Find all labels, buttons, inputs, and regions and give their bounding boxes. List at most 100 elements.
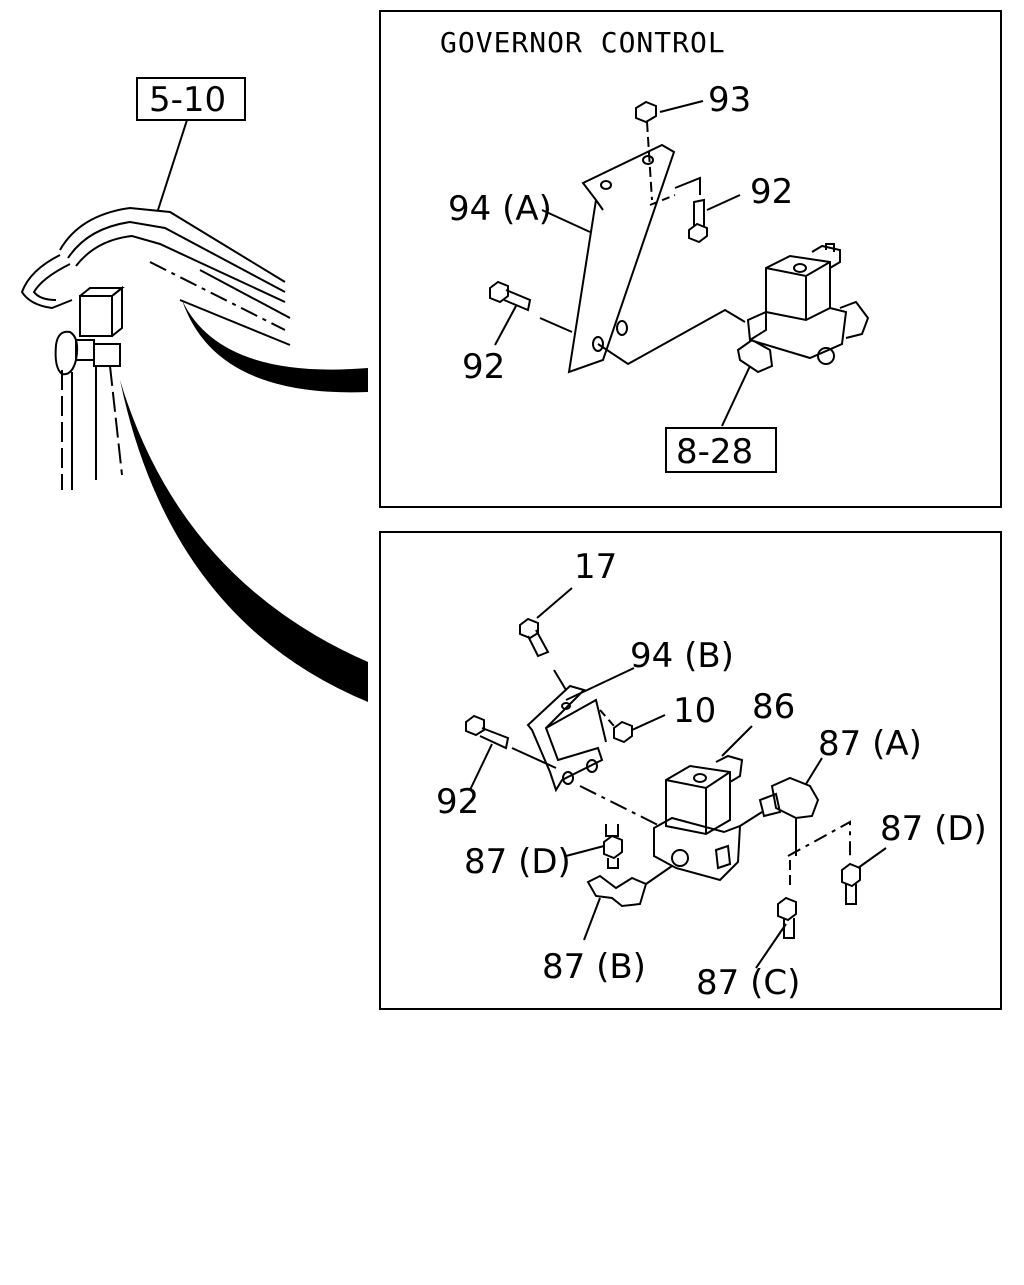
ref-label-5-10: 5-10 bbox=[149, 80, 226, 120]
bolt-92-right-hidden bbox=[649, 194, 676, 206]
solenoid-86-body bbox=[665, 764, 731, 836]
fitting-87d-right bbox=[841, 862, 861, 888]
centerline-1 bbox=[149, 261, 286, 331]
valve-base bbox=[749, 307, 848, 360]
leader-87a bbox=[805, 757, 823, 785]
valve-base-left bbox=[746, 310, 767, 342]
bracket-hole-3 bbox=[616, 320, 628, 336]
fuel-pipe-3 bbox=[75, 234, 286, 303]
label-92-left: 92 bbox=[462, 347, 505, 387]
mount-line bbox=[597, 308, 746, 366]
leader-87d-right bbox=[857, 847, 887, 869]
solenoid-86-port bbox=[693, 773, 707, 783]
bracket-hole-2 bbox=[600, 180, 612, 190]
pipe-loop-inner bbox=[32, 263, 71, 301]
solenoid-86-port-2 bbox=[714, 844, 732, 870]
label-94b: 94 (B) bbox=[630, 636, 734, 676]
fitting-87d-left-top bbox=[605, 824, 619, 837]
fitting-87d-right-stem bbox=[845, 884, 857, 905]
label-92-bottom: 92 bbox=[436, 782, 479, 822]
label-17: 17 bbox=[574, 547, 617, 587]
leader-87c bbox=[755, 923, 787, 969]
fitting-87b-axis bbox=[645, 865, 673, 885]
fitting-87a-axis bbox=[739, 811, 763, 827]
label-87b: 87 (B) bbox=[542, 947, 646, 987]
bolt-92-right-shank bbox=[693, 198, 705, 226]
solenoid-connector bbox=[811, 244, 841, 269]
diagram-title: GOVERNOR CONTROL bbox=[440, 26, 726, 59]
ref-leader-8-28 bbox=[721, 365, 751, 427]
pipe-loop bbox=[20, 254, 73, 310]
nut-10-axis bbox=[599, 709, 615, 727]
leader-94a bbox=[541, 209, 591, 233]
fuel-pipe-1 bbox=[59, 206, 286, 283]
bolt-92-left-axis bbox=[539, 317, 573, 333]
fitting-87a-nipple bbox=[758, 792, 782, 818]
ref-leader-5-10 bbox=[157, 119, 188, 211]
bracket-hole-4 bbox=[592, 336, 604, 352]
fitting-87d-left bbox=[603, 834, 623, 860]
solenoid-86-connector bbox=[715, 754, 744, 783]
bolt-17-head bbox=[519, 617, 539, 640]
top-detail-panel bbox=[379, 10, 1002, 508]
bolt-92-left-head bbox=[489, 280, 509, 304]
solenoid-box bbox=[79, 295, 113, 337]
fuel-pipe-2 bbox=[67, 220, 286, 293]
label-92-right: 92 bbox=[750, 172, 793, 212]
leader-93 bbox=[659, 100, 704, 113]
bolt-92-right-head bbox=[688, 222, 708, 244]
solenoid-valve-port bbox=[793, 263, 807, 273]
bracket-94a bbox=[567, 143, 676, 374]
leader-94b bbox=[565, 667, 635, 701]
fitting-87c bbox=[777, 896, 797, 922]
label-10: 10 bbox=[673, 691, 716, 731]
mount-centerline bbox=[579, 785, 661, 827]
solenoid-86-base bbox=[653, 816, 742, 882]
bracket-94b-hole-1 bbox=[561, 702, 571, 710]
leader-92-bottom bbox=[469, 743, 493, 791]
valve-fitting-right bbox=[839, 300, 870, 339]
bolt-92-bottom-axis bbox=[511, 747, 557, 769]
fuel-pipe-5 bbox=[199, 269, 291, 319]
ref-label-8-28: 8-28 bbox=[676, 432, 753, 472]
pipe-connector bbox=[54, 330, 79, 376]
label-87d-right: 87 (D) bbox=[880, 809, 987, 849]
label-93: 93 bbox=[708, 80, 751, 120]
solenoid-connector-tab bbox=[825, 243, 835, 252]
leader-87d-left bbox=[565, 845, 605, 857]
label-87a: 87 (A) bbox=[818, 724, 922, 764]
engine-overview bbox=[20, 77, 291, 490]
bottom-panel-drawing bbox=[465, 587, 887, 969]
valve-outlet bbox=[817, 347, 835, 365]
branch-87d bbox=[787, 820, 851, 860]
bracket-94b-hole-2 bbox=[586, 759, 598, 773]
bracket-94a-fold bbox=[595, 199, 604, 211]
vertical-line-4 bbox=[109, 365, 123, 476]
ref-box-8-28 bbox=[665, 427, 777, 473]
leader-92-left bbox=[494, 305, 517, 346]
fitting-87d-left-stem bbox=[607, 858, 619, 869]
leader-86 bbox=[721, 725, 753, 757]
solenoid-side bbox=[111, 285, 123, 337]
bracket-hole-1 bbox=[642, 155, 654, 165]
bolt-17-shank bbox=[527, 629, 550, 658]
bolt-17-axis bbox=[553, 669, 567, 691]
label-87c: 87 (C) bbox=[696, 963, 800, 1003]
nut-93-axis bbox=[646, 121, 653, 201]
leader-17 bbox=[536, 587, 573, 619]
bolt-92-bottom-shank bbox=[479, 727, 510, 750]
fuel-pipe-4 bbox=[179, 299, 291, 346]
ref-box-5-10 bbox=[136, 77, 246, 121]
bottom-detail-panel bbox=[379, 531, 1002, 1010]
bolt-92-bottom-head bbox=[465, 714, 485, 737]
label-86: 86 bbox=[752, 687, 795, 727]
nut-93 bbox=[635, 100, 657, 124]
fitting-87c-stem bbox=[783, 918, 795, 939]
solenoid-86-outlet bbox=[671, 849, 689, 867]
leader-87b bbox=[583, 897, 601, 941]
solenoid-valve-body bbox=[765, 254, 831, 322]
bracket-94b-flange bbox=[545, 698, 607, 743]
nut-10 bbox=[613, 720, 633, 744]
